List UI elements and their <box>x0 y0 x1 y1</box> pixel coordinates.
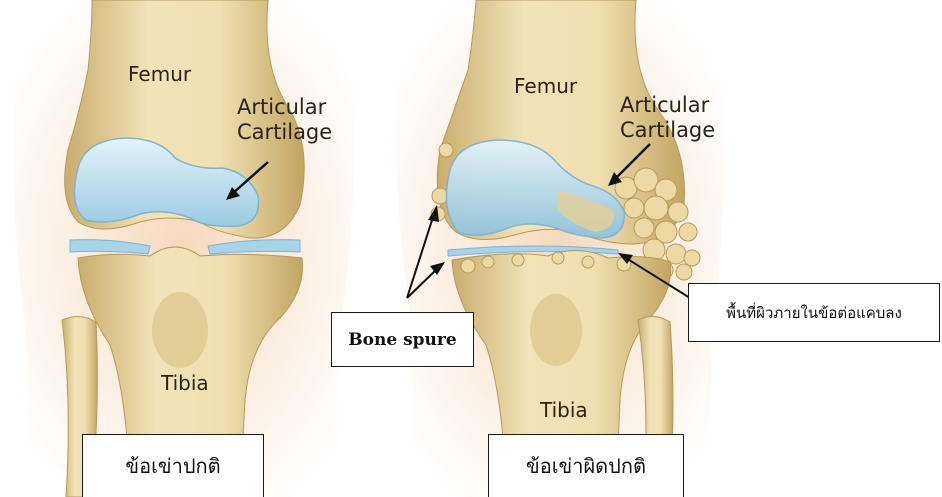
femur-label: Femur <box>128 64 191 85</box>
bone-spure-text: Bone spure <box>348 330 456 350</box>
bone-spure-callout: Bone spure <box>331 312 474 367</box>
normal-knee-caption-box: ข้อเข่าปกติ <box>82 434 264 497</box>
arthritic-knee-caption-box: ข้อเข่าผิดปกติ <box>488 434 684 497</box>
normal-knee-panel: Femur Articular Cartilage Tibia <box>0 0 365 497</box>
cartilage-label-line2: Cartilage <box>237 121 332 143</box>
cartilage-label-line1: Articular <box>620 94 709 116</box>
cartilage-label-line1: Articular <box>237 96 326 118</box>
normal-knee-caption: ข้อเข่าปกติ <box>125 450 220 482</box>
cartilage-label-line2: Cartilage <box>620 119 715 141</box>
arthritic-knee-panel: Femur Articular Cartilage Tibia <box>388 0 732 497</box>
narrowed-joint-space-text: พื้นที่ผิวภายในข้อต่อแคบลง <box>726 301 902 325</box>
arthritic-knee-caption: ข้อเข่าผิดปกติ <box>526 450 646 482</box>
tibia-label: Tibia <box>161 373 209 394</box>
femur-label: Femur <box>514 76 577 97</box>
tibia-label: Tibia <box>540 400 588 421</box>
narrowed-joint-space-callout: พื้นที่ผิวภายในข้อต่อแคบลง <box>688 283 940 342</box>
